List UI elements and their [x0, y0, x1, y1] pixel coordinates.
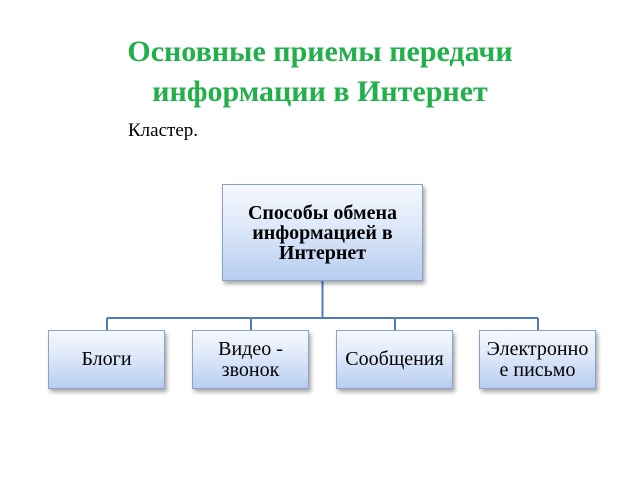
child-box-3-line-1: Сообщения: [345, 348, 444, 370]
child-box-1-line-1: Блоги: [81, 348, 132, 370]
root-box-line-1: Способы обмена: [247, 201, 398, 224]
slide-subtitle: Кластер.: [128, 120, 199, 141]
cluster-child-box-messages: Сообщения: [336, 330, 453, 389]
slide-title-line-1: Основные приемы передачи: [127, 35, 513, 68]
child-box-4-line-1: Электронно: [486, 337, 589, 360]
cluster-child-box-video-call: Видео - звонок: [192, 330, 309, 389]
cluster-child-box-email: Электронно е письмо: [479, 330, 596, 389]
child-box-2-line-1: Видео -: [218, 337, 283, 360]
cluster-root-box: Способы обмена информацией в Интернет: [222, 184, 423, 281]
cluster-child-box-blogs: Блоги: [48, 330, 165, 389]
root-box-line-2: информацией в: [252, 221, 393, 244]
root-box-line-3: Интернет: [278, 241, 367, 264]
child-box-4-line-2: е письмо: [499, 358, 576, 381]
child-box-2-line-2: звонок: [221, 358, 280, 381]
slide-title-line-2: информации в Интернет: [152, 75, 488, 108]
slide-title: Основные приемы передачи информации в Ин…: [0, 32, 640, 112]
